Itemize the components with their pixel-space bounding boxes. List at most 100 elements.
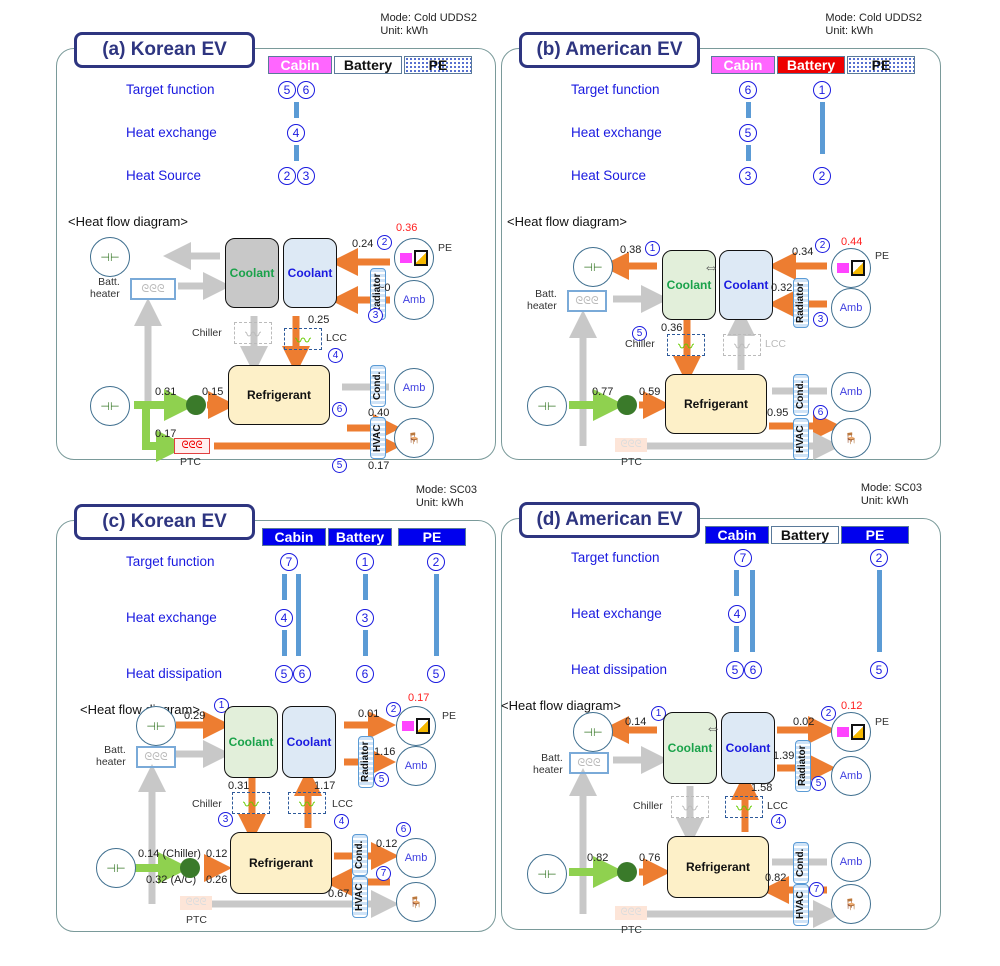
flow-down-arrow — [734, 626, 739, 652]
marker-lcc: 4 — [334, 814, 349, 829]
electric-source-node: ⊣⊢ — [527, 854, 567, 894]
step-marker: 2 — [870, 549, 888, 567]
hvac-in-value: 0.82 — [765, 872, 787, 884]
pe-node — [394, 238, 434, 278]
batt-heater-icon: ᘓᘓᘓ — [136, 746, 176, 768]
ambient-node: Amb — [831, 288, 871, 328]
ptc-label: PTC — [621, 924, 642, 936]
batt-heater-label: Batt.heater — [527, 288, 557, 312]
category-pe: PE — [847, 56, 915, 74]
batt-heater-label: Batt.heater — [90, 276, 120, 300]
flow-up-arrow — [294, 145, 299, 161]
compressor-icon — [186, 395, 206, 415]
step-marker: 1 — [813, 81, 831, 99]
marker-radiator: 5 — [374, 772, 389, 787]
step-marker: 5 — [870, 661, 888, 679]
coolant-battery-loop: Coolant — [225, 238, 279, 308]
compressor-in-chiller-value: 0.14 (Chiller) — [138, 848, 201, 860]
pe-total-value: 0.36 — [396, 222, 418, 234]
panel-frame — [501, 518, 941, 930]
coolant-to-battery-value: 0.38 — [620, 244, 642, 256]
ambient-node: Amb — [394, 280, 434, 320]
category-pe: PE — [398, 528, 466, 546]
flow-down-arrow — [734, 570, 739, 596]
chiller: 〰 — [671, 796, 709, 818]
compressor-out-value: 0.59 — [639, 386, 661, 398]
coolant-battery-loop: Coolant — [224, 706, 278, 778]
cabin-node: 🪑 — [394, 418, 434, 458]
chiller-label: Chiller — [633, 800, 663, 812]
chiller: 〰 — [232, 792, 270, 814]
marker-radiator: 5 — [811, 776, 826, 791]
chiller-label: Chiller — [192, 327, 222, 339]
category-cabin: Cabin — [262, 528, 326, 546]
heat-flow-title: <Heat flow diagram> — [68, 214, 188, 229]
row-label-exchange: Heat exchange — [126, 125, 217, 140]
row-label-target: Target function — [571, 82, 660, 97]
panel-frame — [56, 520, 496, 932]
lcc-label: LCC — [765, 338, 787, 350]
cond-out-value: 0.12 — [376, 838, 398, 850]
step-marker: 5 — [427, 665, 445, 683]
step-marker: 6 — [356, 665, 374, 683]
ptc-icon: ᘓᘓᘓ — [615, 906, 647, 920]
ptc-icon: ᘓᘓᘓ — [174, 438, 210, 454]
cabin-node: 🪑 — [396, 882, 436, 922]
pe-total-value: 0.17 — [408, 692, 430, 704]
lcc: 〰 — [288, 792, 326, 814]
flow-down-arrow — [363, 630, 368, 656]
step-marker: 6 — [739, 81, 757, 99]
step-marker: 3 — [356, 609, 374, 627]
marker-hvac: 6 — [332, 402, 347, 417]
flow-up-arrow — [746, 102, 751, 118]
ambient-node: Amb — [831, 756, 871, 796]
panel-title: (d) American EV — [519, 502, 700, 538]
compressor-in-value: 0.77 — [592, 386, 614, 398]
pe-total-value: 0.44 — [841, 236, 863, 248]
marker-cond: 6 — [396, 822, 411, 837]
step-marker: 1 — [356, 553, 374, 571]
compressor-out-value: 0.15 — [202, 386, 224, 398]
refrigerant-loop: Refrigerant — [667, 836, 769, 898]
coolant-to-pe-value: 0.02 — [793, 716, 815, 728]
ambient-node: Amb — [396, 746, 436, 786]
step-marker: 5 — [275, 665, 293, 683]
marker-battery: 1 — [645, 241, 660, 256]
marker-chiller: 3 — [218, 812, 233, 827]
chiller: 〰 — [667, 334, 705, 356]
step-marker: 6 — [293, 665, 311, 683]
cabin-node: 🪑 — [831, 884, 871, 924]
hvac-in-value: 0.67 — [328, 888, 350, 900]
lcc-label: LCC — [326, 332, 348, 344]
flow-down-arrow — [877, 570, 882, 652]
hvac: HVAC — [793, 884, 809, 926]
chiller-label: Chiller — [192, 798, 222, 810]
ambient-node: Amb — [396, 838, 436, 878]
lcc-value: 0.25 — [308, 314, 330, 326]
coolant-battery-loop: Coolant — [663, 712, 717, 784]
step-marker: 3 — [297, 167, 315, 185]
lcc: 〰 — [723, 334, 761, 356]
row-label-exchange: Heat exchange — [571, 125, 662, 140]
battery-node: ⊣⊢ — [90, 237, 130, 277]
compressor-out-value-2: 0.26 — [206, 874, 228, 886]
row-label-source: Heat Source — [571, 168, 647, 183]
step-marker: 6 — [297, 81, 315, 99]
step-marker: 3 — [739, 167, 757, 185]
coolant-pe-loop: Coolant — [721, 712, 775, 784]
row-label-source: Heat Source — [126, 168, 202, 183]
coolant-exchange-arrow: ⇔ — [705, 720, 721, 737]
pe-label: PE — [442, 710, 457, 722]
lcc: 〰 — [725, 796, 763, 818]
marker-hvac: 7 — [809, 882, 824, 897]
pe-node — [396, 706, 436, 746]
row-label-exchange: Heat exchange — [571, 606, 662, 621]
refrigerant-loop: Refrigerant — [228, 365, 330, 425]
lcc-value: 1.58 — [751, 782, 773, 794]
pe-node — [831, 248, 871, 288]
